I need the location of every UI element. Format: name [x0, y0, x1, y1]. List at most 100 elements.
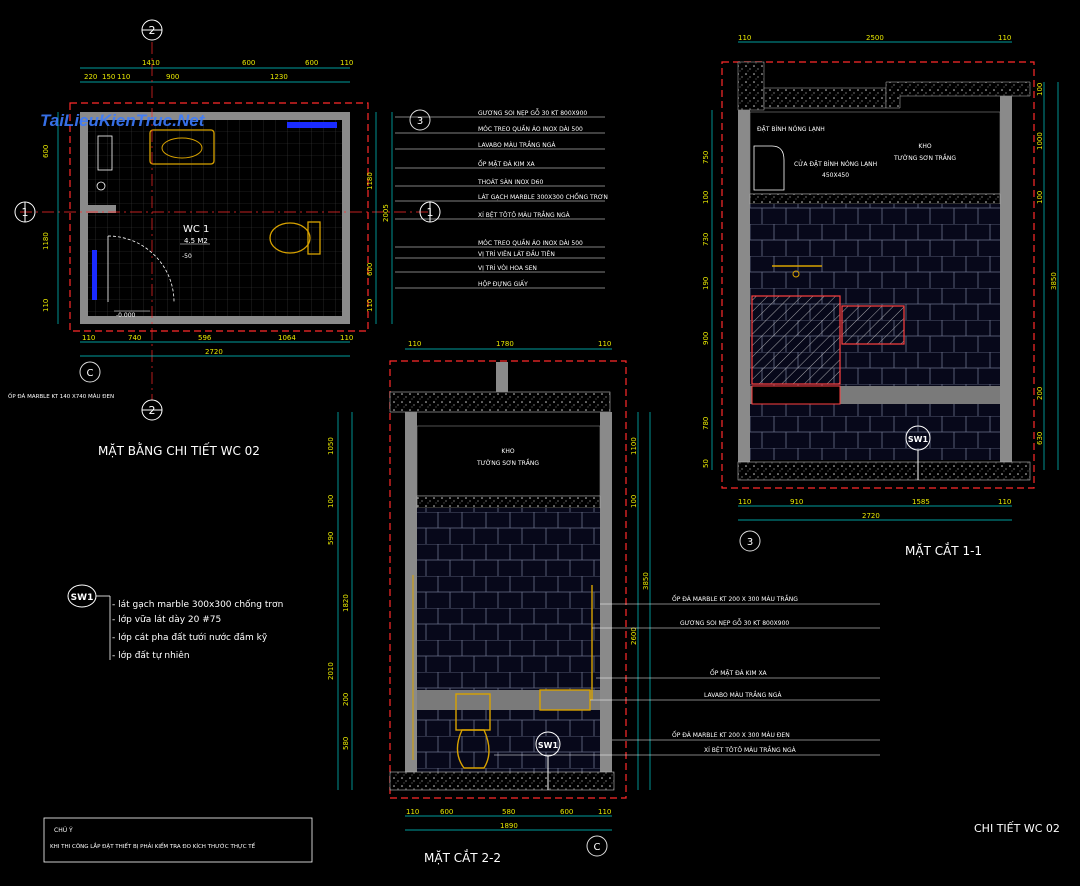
- section-2-2-title: MẶT CẮT 2-2: [424, 849, 501, 865]
- plan-dim-bot-1064: 1064: [278, 334, 296, 342]
- s11-dim-left: 730: [702, 233, 710, 246]
- grid-marker: 1: [14, 201, 36, 223]
- svg-text:2: 2: [149, 24, 156, 37]
- svg-text:3: 3: [417, 116, 423, 127]
- plan-label: GƯƠNG SOI NẸP GỖ 30 KT 800X900: [478, 109, 587, 117]
- s11-heater-size: 450X450: [822, 172, 849, 179]
- s22-dim-left: 590: [327, 532, 335, 545]
- s11-dim-top: 110: [998, 34, 1011, 42]
- s22-label: ỐP MẶT ĐÁ KIM XA: [710, 669, 768, 677]
- note-text: KHI THI CÔNG LẮP ĐẶT THIẾT BỊ PHẢI KIỂM …: [50, 842, 256, 850]
- s22-dim-right: 1100: [630, 437, 638, 455]
- plan-label: VỊ TRÍ VIÊN LÁT ĐẦU TIÊN: [478, 250, 555, 258]
- s11-heater-door: CỬA ĐẶT BÌNH NÓNG LẠNH: [794, 160, 877, 168]
- plan-dim-top-900: 900: [166, 73, 179, 81]
- plan-labels: GƯƠNG SOI NẸP GỖ 30 KT 800X900 MÓC TREO …: [477, 109, 608, 288]
- s22-dim-left: 200: [342, 693, 350, 706]
- plan-label: MÓC TREO QUẦN ÁO INOX DÀI 500: [478, 239, 583, 247]
- s22-dim-bot: 600: [560, 808, 573, 816]
- plan-dim-left-1180: 1180: [42, 232, 50, 250]
- grid-marker: 1: [419, 201, 441, 223]
- s11-store-title: KHO: [918, 143, 931, 150]
- s22-dim-right: 3850: [642, 572, 650, 590]
- s22-dim-bot: 600: [440, 808, 453, 816]
- grid-marker: 3: [409, 109, 431, 131]
- grid-marker: 2: [141, 399, 163, 421]
- plan-title: MẶT BẰNG CHI TIẾT WC 02: [98, 442, 260, 458]
- plan-dim-bot-110a: 110: [82, 334, 95, 342]
- plan-dim-right-600: 600: [366, 263, 374, 276]
- s22-label: ỐP ĐÁ MARBLE KT 200 X 300 MÀU TRẮNG: [672, 595, 798, 603]
- plan-dim-top-110: 110: [340, 59, 353, 67]
- plan-label: ỐP MẶT ĐÁ KIM XA: [478, 160, 536, 168]
- plan-dim-top-110b: 110: [117, 73, 130, 81]
- plan-dim-top-220: 220: [84, 73, 97, 81]
- s11-dim-right: 100: [1036, 83, 1044, 96]
- s22-dim-bot-total: 1890: [500, 822, 518, 830]
- s11-dim-left: 780: [702, 417, 710, 430]
- s22-store-sub: TƯỜNG SƠN TRẮNG: [476, 459, 539, 467]
- sheet-title: CHI TIẾT WC 02: [974, 821, 1060, 835]
- plan-label: MÓC TREO QUẦN ÁO INOX DÀI 500: [478, 125, 583, 133]
- grid-marker: C: [79, 361, 101, 383]
- legend-line: - lát gạch marble 300x300 chống trơn: [112, 599, 283, 610]
- s11-dim-bot: 1585: [912, 498, 930, 506]
- plan-dim-top-1410: 1410: [142, 59, 160, 67]
- plan-dim-top-600a: 600: [242, 59, 255, 67]
- plan-level-2: -0.000: [116, 312, 136, 319]
- plan-label: VỊ TRÍ VÒI HOA SEN: [478, 265, 537, 272]
- s22-dim-bot: 110: [598, 808, 611, 816]
- s11-dim-right: 630: [1036, 432, 1044, 445]
- plan-level-1: -50: [182, 253, 192, 260]
- s22-label: LAVABO MÀU TRẮNG NGÀ: [704, 691, 782, 699]
- plan-floor-note: ỐP ĐÁ MARBLE KT 140 X740 MÀU ĐEN: [8, 392, 114, 400]
- svg-text:SW1: SW1: [908, 435, 929, 444]
- plan-dim-bot-2720: 2720: [205, 348, 223, 356]
- watermark-text: TaiLieuKienTruc.Net: [40, 111, 206, 130]
- plan-dim-top-150: 150: [102, 73, 115, 81]
- s22-sw1-marker: SW1: [535, 731, 561, 790]
- plan-room-area: 4.5 M2: [184, 237, 208, 245]
- s11-dim-right: 100: [1036, 191, 1044, 204]
- s11-dim-left: 750: [702, 151, 710, 164]
- s11-heater: ĐẶT BÌNH NÓNG LẠNH: [757, 126, 825, 133]
- grid-marker: C: [586, 835, 608, 857]
- svg-text:2: 2: [149, 404, 156, 417]
- s22-dim-left: 580: [342, 737, 350, 750]
- plan-dim-right-110: 110: [366, 299, 374, 312]
- s22-dim-top-1780: 1780: [496, 340, 514, 348]
- legend-line: - lớp vữa lát dày 20 #75: [112, 614, 221, 625]
- plan-drawing: 1410 600 600 110 220 150 110 900 1230: [8, 42, 608, 458]
- s11-dim-bot-total: 2720: [862, 512, 880, 520]
- s11-dim-left: 900: [702, 332, 710, 345]
- s11-dim-left: 50: [702, 459, 710, 468]
- plan-dim-bot-596: 596: [198, 334, 212, 342]
- plan-dim-top-600b: 600: [305, 59, 318, 67]
- note-title: CHÚ Ý: [54, 827, 73, 834]
- s22-dim-left: 1050: [327, 437, 335, 455]
- grid-markers: 2 1 3 C 2 1 3 C: [14, 19, 761, 857]
- legend-marker: SW1: [71, 593, 94, 603]
- s22-dim-left: 100: [327, 495, 335, 508]
- svg-text:C: C: [87, 368, 94, 379]
- s22-dim-right: 100: [630, 495, 638, 508]
- plan-label: HỘP ĐỰNG GIẤY: [478, 280, 528, 288]
- plan-dim-bot-110b: 110: [340, 334, 353, 342]
- plan-label: THOÁT SÀN INOX D60: [477, 179, 543, 186]
- grid-marker: 2: [141, 19, 163, 41]
- s11-dim-left: 190: [702, 277, 710, 290]
- s22-dim-left: 1820: [342, 594, 350, 612]
- plan-dim-right-1180: 1180: [366, 172, 374, 190]
- svg-text:3: 3: [747, 537, 753, 548]
- plan-label: LÁT GẠCH MARBLE 300X300 CHỐNG TRƠN: [478, 193, 608, 201]
- s11-dim-bot: 110: [998, 498, 1011, 506]
- plan-dim-top-1230: 1230: [270, 73, 288, 81]
- s11-sw1-marker: SW1: [905, 425, 931, 480]
- s22-store-title: KHO: [501, 448, 514, 455]
- plan-dim-left-110: 110: [42, 299, 50, 312]
- s22-label: XÍ BỆT TÔTÔ MÀU TRẮNG NGÀ: [704, 746, 797, 754]
- section22-labels: ỐP ĐÁ MARBLE KT 200 X 300 MÀU TRẮNG GƯƠN…: [672, 595, 798, 754]
- s11-dim-right: 1000: [1036, 132, 1044, 150]
- svg-text:C: C: [594, 842, 601, 853]
